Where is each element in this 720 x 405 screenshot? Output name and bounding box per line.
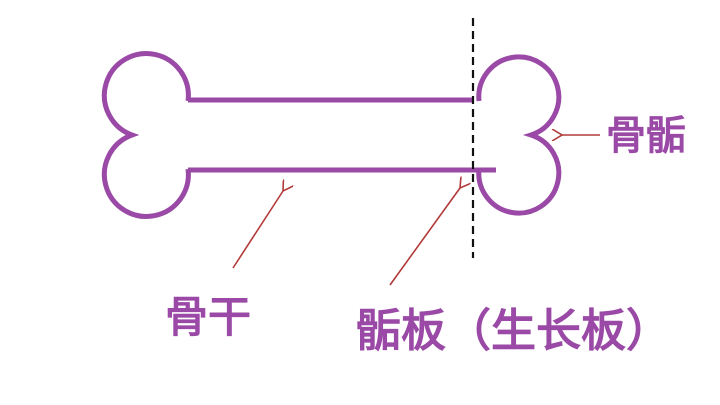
growth-plate-arrow — [389, 188, 460, 286]
epiphysis-label: 骨骺 — [606, 113, 686, 159]
growth-plate-label: 骺板（生长板） — [356, 304, 672, 357]
bone-right-end — [476, 54, 562, 216]
diaphysis-arrow — [232, 191, 283, 269]
diaphysis-label: 骨干 — [165, 293, 251, 343]
bone-left-end — [101, 51, 191, 219]
